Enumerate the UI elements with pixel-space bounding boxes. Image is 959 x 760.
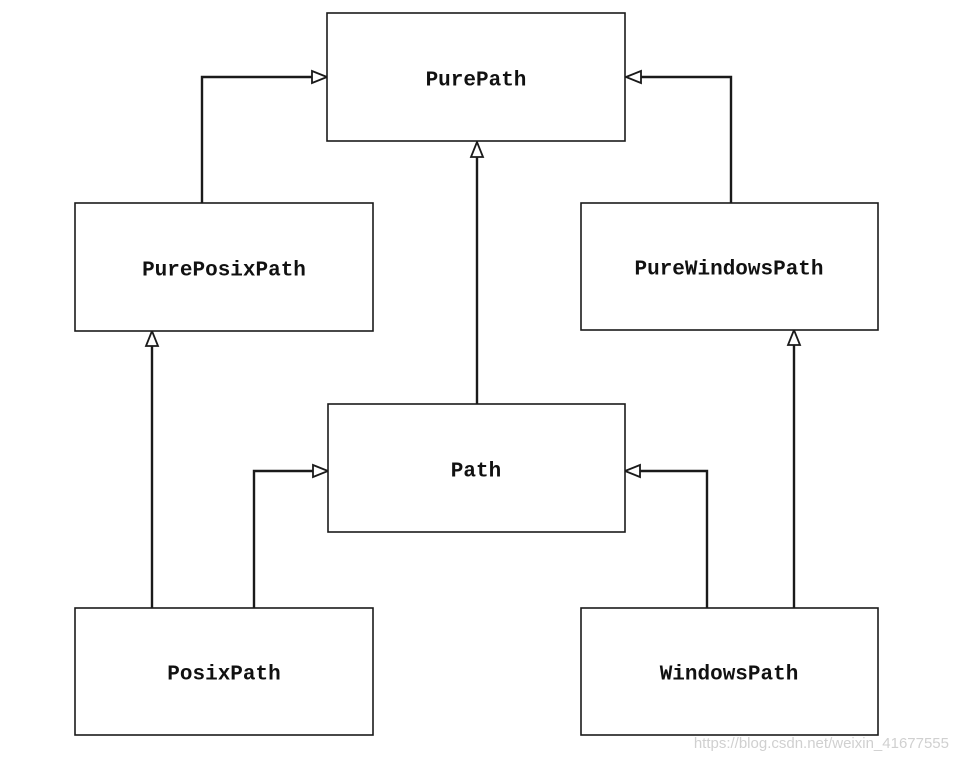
arrowhead-icon [312, 463, 331, 479]
arrowhead-icon [622, 463, 641, 479]
arrowhead-icon [786, 327, 802, 346]
node-label: PosixPath [167, 664, 280, 687]
node-path: Path [327, 403, 626, 533]
edge-posixpath-to-path [252, 463, 331, 608]
edge-purewindowspath-to-purepath [623, 69, 733, 203]
watermark-text: https://blog.csdn.net/weixin_41677555 [693, 735, 949, 752]
node-label: PureWindowsPath [634, 259, 823, 282]
arrowhead-icon [144, 328, 160, 347]
arrowhead-icon [469, 139, 485, 158]
edge-windowspath-to-path [622, 463, 709, 608]
edge-pureposixpath-to-purepath [200, 69, 330, 203]
edge-path-to-purepath [469, 139, 485, 404]
edge-posixpath-to-pureposixpath [144, 328, 160, 608]
diagram-edges [144, 69, 802, 608]
node-purepath: PurePath [326, 12, 626, 142]
node-label: Path [451, 461, 501, 484]
edge-windowspath-to-purewindowspath [786, 327, 802, 608]
node-purewindowspath: PureWindowsPath [580, 202, 879, 331]
node-posixpath: PosixPath [74, 607, 374, 736]
node-label: WindowsPath [660, 664, 799, 687]
node-pureposixpath: PurePosixPath [74, 202, 374, 332]
node-windowspath: WindowsPath [580, 607, 879, 736]
diagram-nodes: PurePath PurePosixPath PureWindowsPath P… [74, 12, 879, 736]
arrowhead-icon [311, 69, 330, 85]
arrowhead-icon [623, 69, 642, 85]
node-label: PurePosixPath [142, 260, 306, 283]
node-label: PurePath [426, 70, 527, 93]
